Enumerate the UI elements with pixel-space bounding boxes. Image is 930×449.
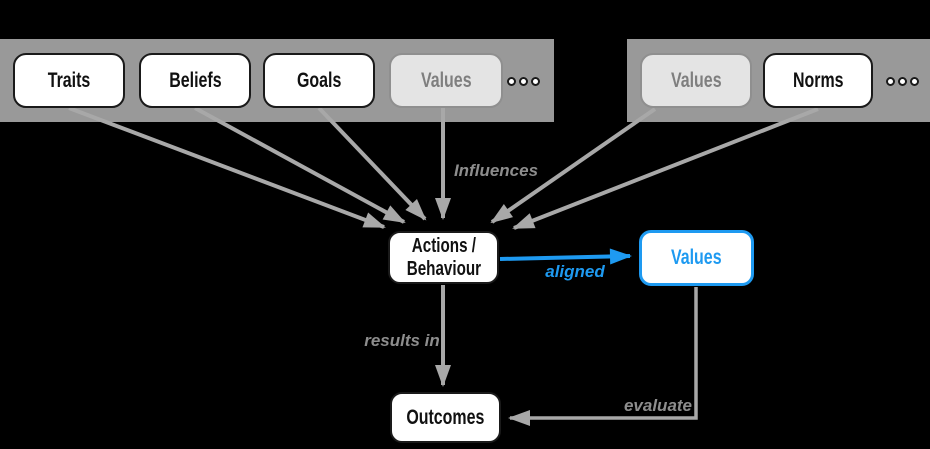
node-actions-behaviour: Actions / Behaviour [388,231,499,284]
node-values-internal: Values [389,53,503,108]
node-outcomes-label: Outcomes [406,405,485,429]
node-goals: Goals [263,53,375,108]
edge-traits-actions [68,106,386,229]
dot [898,77,907,86]
node-norms: Norms [763,53,873,108]
dot [910,77,919,86]
node-values-aligned: Values [639,230,754,286]
ellipsis-icon [507,77,540,86]
edge-norms-actions [512,107,819,230]
node-values-external-label: Values [670,68,722,92]
edge-label-influences: Influences [453,161,539,180]
dot [531,77,540,86]
node-outcomes: Outcomes [390,392,501,443]
dot [507,77,516,86]
node-beliefs: Beliefs [139,53,251,108]
node-actions-behaviour-label: Actions / Behaviour [406,235,481,280]
edge-label-results-in: results in [364,331,440,350]
edge-label-aligned: aligned [545,262,605,281]
node-values-aligned-label: Values [671,246,722,270]
edge-label-evaluate: evaluate [623,396,693,415]
node-values-external: Values [640,53,752,108]
node-traits: Traits [13,53,125,108]
node-beliefs-label: Beliefs [168,68,222,92]
node-values-internal-label: Values [420,68,472,92]
node-goals-label: Goals [296,68,342,92]
dot [519,77,528,86]
node-norms-label: Norms [792,68,844,92]
dot [886,77,895,86]
edge-beliefs-actions [194,106,406,224]
edge-actions-values-aligned [499,248,632,265]
edge-goals-actions [317,106,427,221]
node-traits-label: Traits [47,68,91,92]
ellipsis-icon [886,77,919,86]
